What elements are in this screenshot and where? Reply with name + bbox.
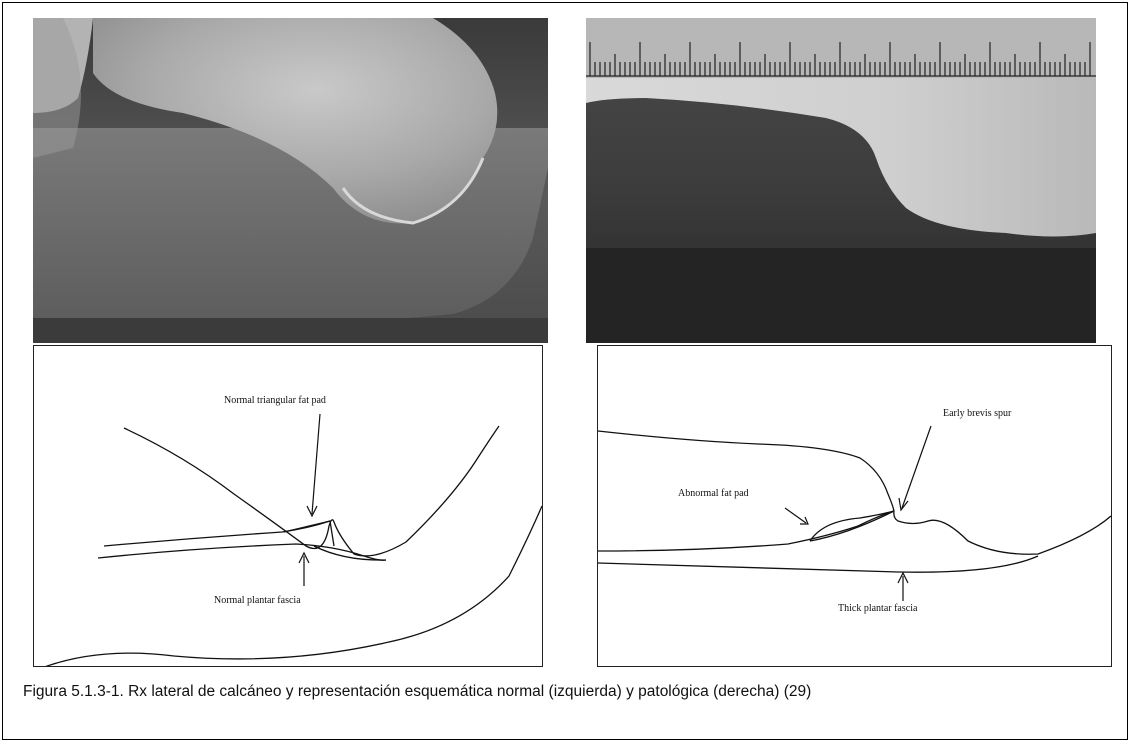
xray-pathologic-heel (586, 18, 1096, 343)
label-normal-plantar-fascia: Normal plantar fascia (214, 595, 301, 606)
label-thick-plantar-fascia: Thick plantar fascia (838, 603, 918, 614)
diagram-normal: Normal triangular fat pad Normal plantar… (33, 345, 543, 667)
xray-heel-pathologic-icon (586, 18, 1096, 343)
label-early-brevis-spur: Early brevis spur (943, 408, 1012, 419)
diagram-pathologic: Early brevis spur Abnormal fat pad Thick… (597, 345, 1112, 667)
xray-normal-heel (33, 18, 548, 343)
label-abnormal-fat-pad: Abnormal fat pad (678, 488, 749, 499)
xray-heel-normal-icon (33, 18, 548, 343)
label-normal-fat-pad: Normal triangular fat pad (224, 395, 326, 406)
figure-caption: Figura 5.1.3-1. Rx lateral de calcáneo y… (23, 683, 811, 701)
